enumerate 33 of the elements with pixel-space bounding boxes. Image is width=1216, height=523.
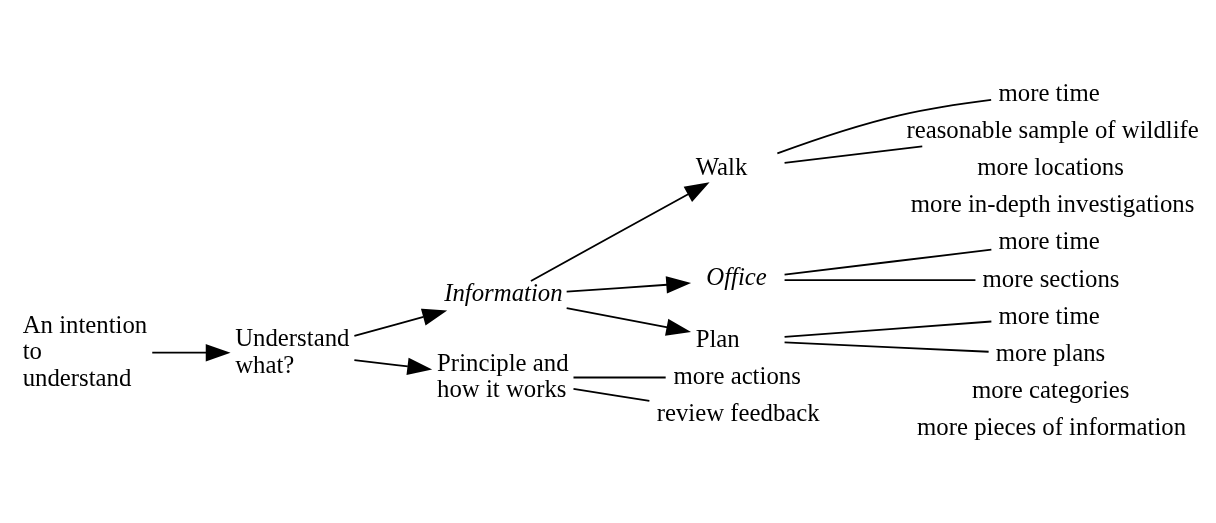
node-text: Information: [444, 278, 563, 306]
node-text: Plan: [695, 324, 740, 352]
arrow: [353, 308, 448, 337]
connector: [783, 341, 990, 353]
node-text: An intention to understand: [22, 310, 148, 391]
node-text: more actions: [673, 362, 801, 390]
node-text: more plans: [995, 339, 1106, 367]
node-text: more time: [998, 301, 1100, 329]
node-text: Office: [706, 262, 767, 290]
label: more pieces of information: [917, 413, 1187, 441]
connector: [783, 145, 924, 164]
connector: [783, 279, 977, 281]
node-text: Understand what?: [235, 323, 350, 378]
node-text: Principle and how it works: [437, 348, 569, 403]
label: more in-depth investigations: [910, 190, 1195, 218]
connector: [776, 99, 993, 155]
arrow: [565, 307, 692, 336]
label: more categories: [971, 376, 1130, 404]
arrow: [530, 182, 710, 282]
connector: [783, 248, 993, 276]
node-text: Walk: [695, 153, 748, 181]
label: more locations: [977, 153, 1124, 181]
node-text: review feedback: [656, 399, 820, 427]
node-text: more time: [998, 78, 1100, 106]
connector: [572, 376, 667, 379]
node-text: more sections: [982, 264, 1120, 292]
arrow: [565, 276, 692, 294]
connector: [783, 320, 993, 338]
node-text: more time: [998, 227, 1100, 255]
connector: [572, 387, 651, 402]
arrow: [353, 357, 433, 376]
node-text: reasonable sample of wildlife: [906, 115, 1199, 143]
arrow: [151, 344, 231, 362]
